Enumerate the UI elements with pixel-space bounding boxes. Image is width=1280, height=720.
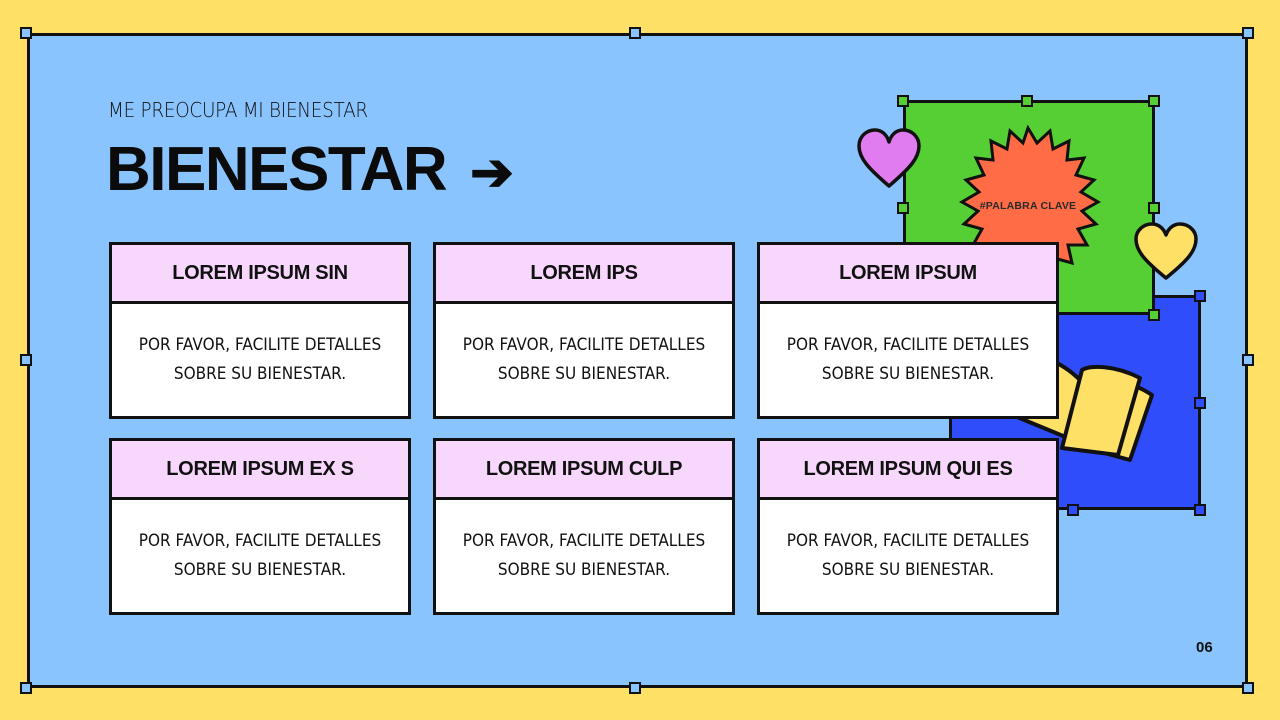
green-handle-bottom-right[interactable]: [1148, 309, 1160, 321]
resize-handle-middle-left[interactable]: [20, 354, 32, 366]
card-body-text: POR FAVOR, FACILITE DETALLES SOBRE SU BI…: [462, 335, 706, 384]
green-handle-middle-left[interactable]: [897, 202, 909, 214]
resize-handle-top-left[interactable]: [20, 27, 32, 39]
resize-handle-bottom-right[interactable]: [1242, 682, 1254, 694]
card-body: POR FAVOR, FACILITE DETALLES SOBRE SU BI…: [112, 500, 408, 612]
slide-title[interactable]: BIENESTAR ➔: [106, 132, 514, 211]
resize-handle-top-middle[interactable]: [629, 27, 641, 39]
card-title: LOREM IPSUM EX S: [112, 441, 408, 500]
card-title: LOREM IPSUM SIN: [112, 245, 408, 304]
info-card-5[interactable]: LOREM IPSUM CULP POR FAVOR, FACILITE DET…: [433, 438, 735, 615]
info-card-6[interactable]: LOREM IPSUM QUI ES POR FAVOR, FACILITE D…: [757, 438, 1059, 615]
info-card-1[interactable]: LOREM IPSUM SIN POR FAVOR, FACILITE DETA…: [109, 242, 411, 419]
green-handle-top-left[interactable]: [897, 95, 909, 107]
blue-handle-top-right[interactable]: [1194, 290, 1206, 302]
card-body: POR FAVOR, FACILITE DETALLES SOBRE SU BI…: [112, 304, 408, 416]
blue-handle-bottom-right[interactable]: [1194, 504, 1206, 516]
card-body-text: POR FAVOR, FACILITE DETALLES SOBRE SU BI…: [786, 335, 1030, 384]
card-title: LOREM IPS: [436, 245, 732, 304]
green-handle-top-right[interactable]: [1148, 95, 1160, 107]
page-number: 06: [1196, 639, 1213, 656]
keyword-badge-text: #PALABRA CLAVE: [979, 200, 1077, 212]
card-body-text: POR FAVOR, FACILITE DETALLES SOBRE SU BI…: [138, 335, 382, 384]
slide-subtitle[interactable]: ME PREOCUPA MI BIENESTAR: [108, 98, 368, 122]
card-title: LOREM IPSUM: [760, 245, 1056, 304]
purple-heart-icon[interactable]: [856, 128, 922, 190]
arrow-right-icon: ➔: [470, 144, 514, 202]
card-body-text: POR FAVOR, FACILITE DETALLES SOBRE SU BI…: [786, 531, 1030, 580]
info-card-2[interactable]: LOREM IPS POR FAVOR, FACILITE DETALLES S…: [433, 242, 735, 419]
info-card-4[interactable]: LOREM IPSUM EX S POR FAVOR, FACILITE DET…: [109, 438, 411, 615]
info-card-3[interactable]: LOREM IPSUM POR FAVOR, FACILITE DETALLES…: [757, 242, 1059, 419]
card-body: POR FAVOR, FACILITE DETALLES SOBRE SU BI…: [436, 500, 732, 612]
blue-handle-bottom-middle[interactable]: [1067, 504, 1079, 516]
blue-handle-middle-right[interactable]: [1194, 397, 1206, 409]
card-body: POR FAVOR, FACILITE DETALLES SOBRE SU BI…: [760, 304, 1056, 416]
green-handle-middle-right[interactable]: [1148, 202, 1160, 214]
green-handle-top-middle[interactable]: [1021, 95, 1033, 107]
card-title: LOREM IPSUM QUI ES: [760, 441, 1056, 500]
resize-handle-bottom-left[interactable]: [20, 682, 32, 694]
yellow-heart-icon[interactable]: [1133, 222, 1199, 282]
resize-handle-middle-right[interactable]: [1242, 354, 1254, 366]
card-body: POR FAVOR, FACILITE DETALLES SOBRE SU BI…: [760, 500, 1056, 612]
slide-title-text: BIENESTAR: [106, 135, 448, 204]
resize-handle-bottom-middle[interactable]: [629, 682, 641, 694]
card-title: LOREM IPSUM CULP: [436, 441, 732, 500]
resize-handle-top-right[interactable]: [1242, 27, 1254, 39]
card-body-text: POR FAVOR, FACILITE DETALLES SOBRE SU BI…: [462, 531, 706, 580]
card-body: POR FAVOR, FACILITE DETALLES SOBRE SU BI…: [436, 304, 732, 416]
card-body-text: POR FAVOR, FACILITE DETALLES SOBRE SU BI…: [138, 531, 382, 580]
